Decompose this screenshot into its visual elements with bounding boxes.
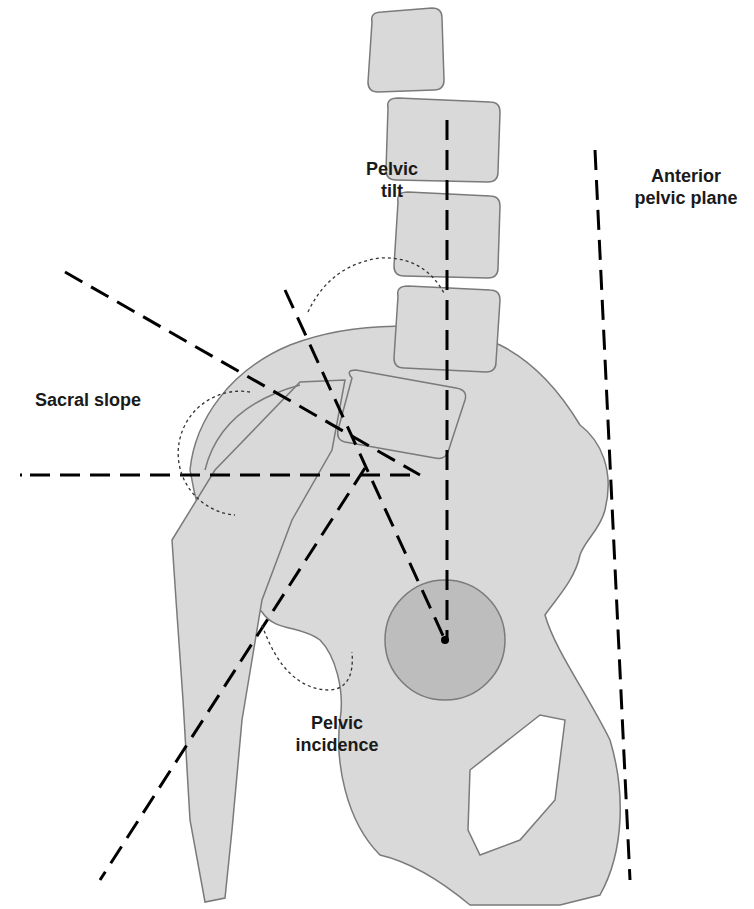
sacral-endplate-line — [65, 272, 420, 475]
angle-label: Sacral slope — [13, 389, 163, 411]
sacral-slope-arc — [178, 391, 250, 515]
endplate-perpendicular-line — [100, 468, 365, 880]
femoral-head — [385, 580, 505, 700]
angle-label: Pelvic incidence — [285, 712, 389, 756]
plane-label: Anterior pelvic plane — [624, 165, 748, 209]
hip-center-dot — [441, 636, 449, 644]
vertebra — [394, 192, 500, 278]
sacrum-coccyx — [172, 380, 345, 902]
anterior-pelvic-plane-line — [595, 150, 630, 880]
vertical-reference-line — [446, 120, 449, 640]
sacral-body — [338, 370, 466, 458]
angle-label: Pelvic tilt — [359, 158, 425, 202]
hip-axis-line — [285, 290, 445, 640]
pelvic-incidence-arc — [262, 625, 352, 690]
vertebra — [394, 286, 500, 372]
vertebra — [368, 8, 444, 92]
pelvic-tilt-arc — [308, 258, 445, 312]
obturator-foramen — [468, 715, 565, 855]
